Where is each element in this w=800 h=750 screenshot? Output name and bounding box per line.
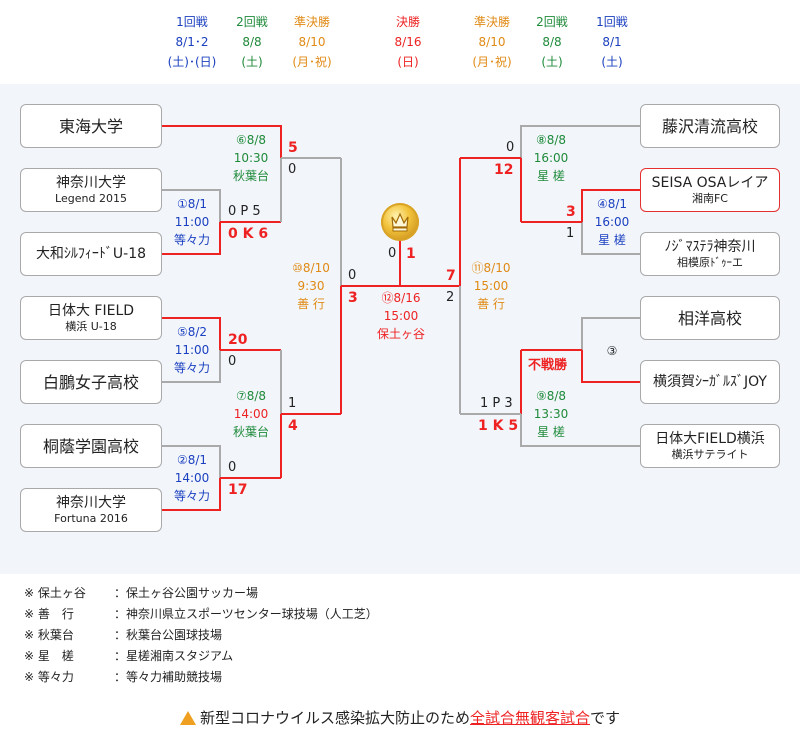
note-row: ※ 保土ヶ谷：保土ヶ谷公園サッカー場 xyxy=(24,586,259,600)
score: 0 xyxy=(348,268,357,283)
score: 3 xyxy=(566,204,576,220)
score: 0 K 6 xyxy=(228,226,269,242)
match-info-3: ③ xyxy=(606,344,618,358)
score: 0 xyxy=(288,162,297,177)
trophy-icon xyxy=(381,203,419,241)
team-right-0[interactable]: 藤沢清流高校 xyxy=(640,104,780,148)
team-name: 相洋高校 xyxy=(677,308,742,328)
team-name: 日体大 FIELD xyxy=(47,302,135,319)
score: 2 xyxy=(446,290,455,305)
score: 0 xyxy=(228,354,237,369)
venue-notes: ※ 保土ヶ谷：保土ヶ谷公園サッカー場 ※ 善 行：神奈川県立スポーツセンター球技… xyxy=(24,583,378,688)
team-name: 神奈川大学 xyxy=(56,174,126,191)
team-left-2[interactable]: 大和ｼﾙﾌｨｰﾄﾞU-18 xyxy=(20,232,162,276)
team-left-5[interactable]: 桐蔭学園高校 xyxy=(20,424,162,468)
score: 5 xyxy=(288,140,298,156)
score: 20 xyxy=(228,332,248,348)
warning-icon xyxy=(179,711,196,725)
team-sub: 湘南FC xyxy=(691,191,728,205)
team-right-1[interactable]: SEISA OSAレイア湘南FC xyxy=(640,168,780,212)
score: 3 xyxy=(348,290,358,306)
note-row: ※ 秋葉台：秋葉台公園球技場 xyxy=(24,628,223,642)
team-right-2[interactable]: ﾉｼﾞﾏｽﾃﾗ神奈川相模原ﾄﾞｩｰエ xyxy=(640,232,780,276)
team-sub: 横浜サテライト xyxy=(671,447,749,461)
team-name: 東海大学 xyxy=(58,116,123,136)
team-sub: 横浜 U-18 xyxy=(65,319,117,333)
score: 12 xyxy=(494,162,514,178)
team-sub: Fortuna 2016 xyxy=(54,511,128,525)
team-name: 藤沢清流高校 xyxy=(661,116,758,136)
team-name: 神奈川大学 xyxy=(56,494,126,511)
team-right-5[interactable]: 日体大FIELD横浜横浜サテライト xyxy=(640,424,780,468)
score: 0 xyxy=(506,140,515,155)
team-name: ﾉｼﾞﾏｽﾃﾗ神奈川 xyxy=(664,238,756,255)
team-name: 横須賀ｼｰｶﾞﾙｽﾞJOY xyxy=(653,373,767,390)
score: 1 xyxy=(566,226,575,241)
score: 1 P 3 xyxy=(480,396,513,411)
score: 17 xyxy=(228,482,248,498)
team-right-3[interactable]: 相洋高校 xyxy=(640,296,780,340)
score: 1 xyxy=(288,396,297,411)
team-name: 白鵬女子高校 xyxy=(42,372,139,392)
score: 0 P 5 xyxy=(228,204,261,219)
team-name: 日体大FIELD横浜 xyxy=(655,430,765,447)
score: 4 xyxy=(288,418,298,434)
team-sub: Legend 2015 xyxy=(55,191,127,205)
score: 1 K 5 xyxy=(478,418,519,434)
note-row: ※ 善 行：神奈川県立スポーツセンター球技場（人工芝） xyxy=(24,607,378,621)
team-sub: 相模原ﾄﾞｩｰエ xyxy=(677,255,743,269)
warning-message: 新型コロナウイルス感染拡大防止のため全試合無観客試合です xyxy=(0,707,800,728)
score: 不戦勝 xyxy=(528,358,568,373)
team-name: 大和ｼﾙﾌｨｰﾄﾞU-18 xyxy=(35,245,147,262)
score: 0 xyxy=(228,460,237,475)
bracket-lines xyxy=(162,125,640,511)
note-row: ※ 等々力：等々力補助競技場 xyxy=(24,670,223,684)
note-row: ※ 星 槎：星槎湘南スタジアム xyxy=(24,649,234,663)
team-right-4[interactable]: 横須賀ｼｰｶﾞﾙｽﾞJOY xyxy=(640,360,780,404)
team-left-4[interactable]: 白鵬女子高校 xyxy=(20,360,162,404)
team-name: 桐蔭学園高校 xyxy=(42,436,139,456)
team-left-0[interactable]: 東海大学 xyxy=(20,104,162,148)
team-name: SEISA OSAレイア xyxy=(651,174,769,191)
no-spectators-link[interactable]: 全試合無観客試合 xyxy=(469,709,590,727)
score: 0 xyxy=(388,246,397,261)
score: 7 xyxy=(446,268,456,284)
score: 1 xyxy=(406,246,416,262)
